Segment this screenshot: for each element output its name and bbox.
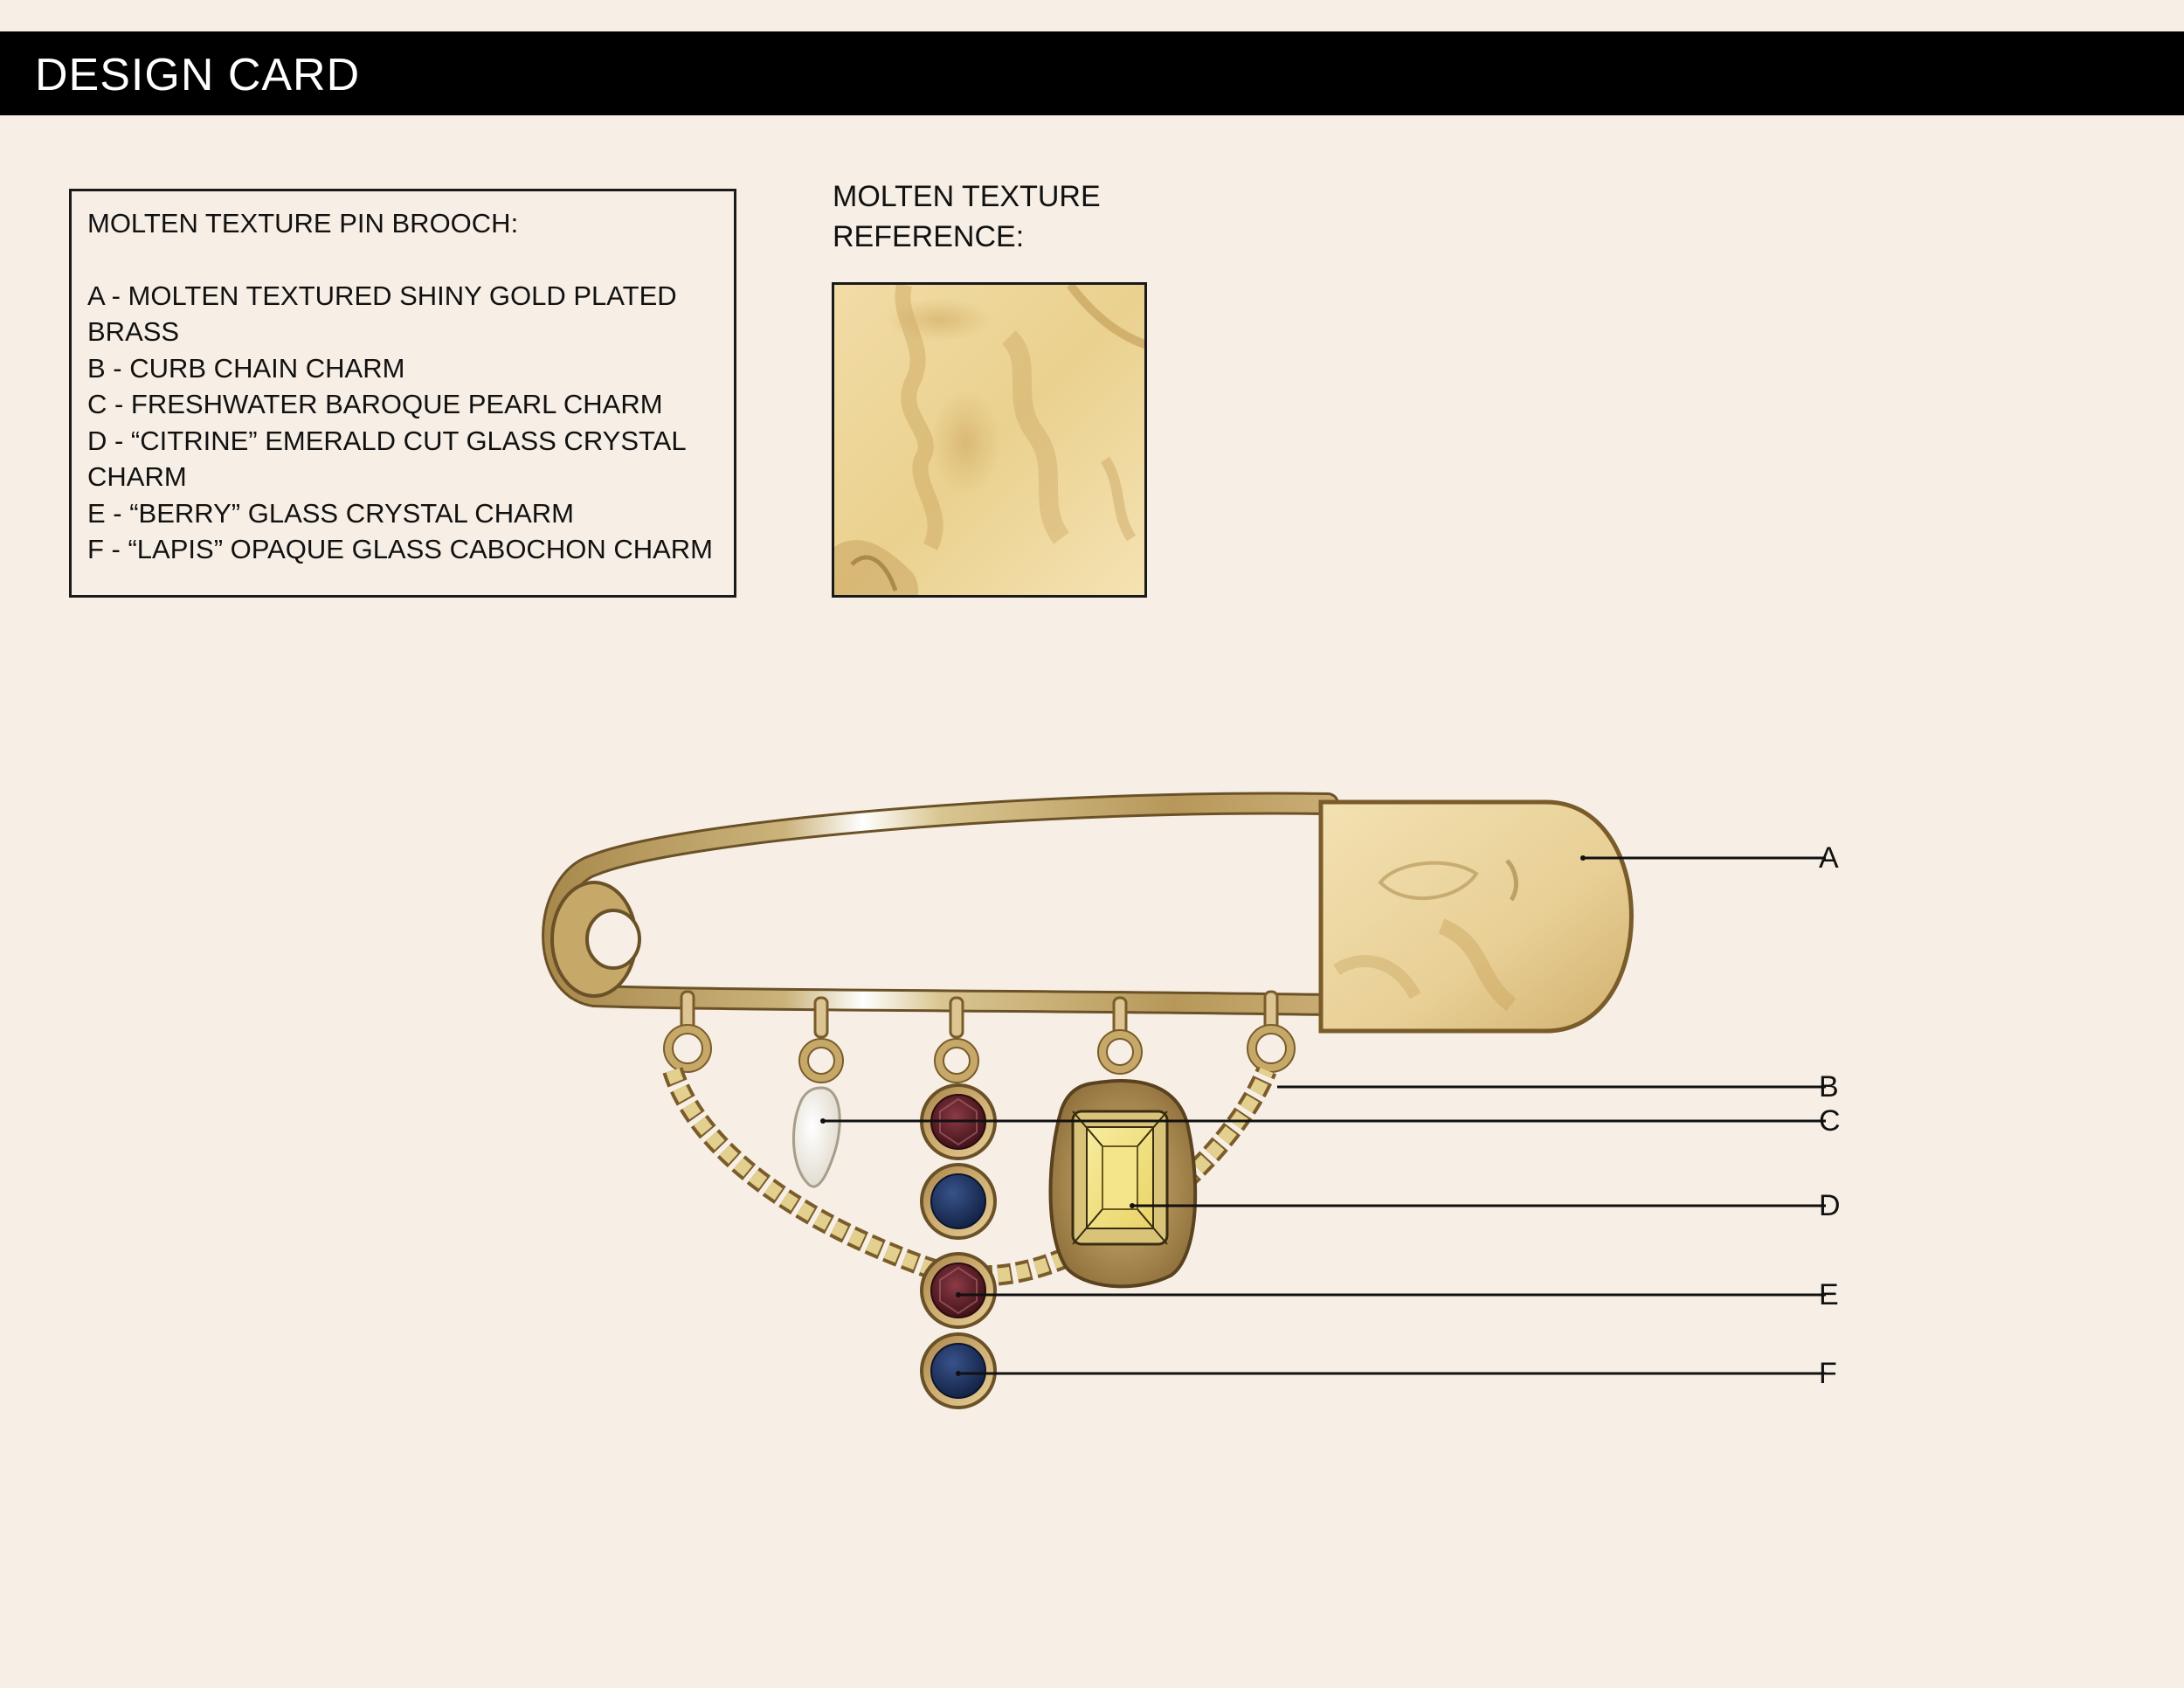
reference-label-line2: REFERENCE: [833, 220, 1025, 253]
callout-e: E [1819, 1278, 1839, 1311]
reference-label-line1: MOLTEN TEXTURE [833, 180, 1101, 213]
spec-line: BRASS [87, 316, 180, 347]
spec-line: B - CURB CHAIN CHARM [87, 353, 405, 384]
berry-charm [920, 1252, 997, 1329]
lapis-charm-upper [920, 1163, 997, 1240]
molten-texture-swatch [832, 282, 1147, 598]
pin-head [1318, 799, 1634, 1034]
spec-line: D - “CITRINE” EMERALD CUT GLASS CRYSTAL [87, 425, 687, 456]
spec-line: C - FRESHWATER BAROQUE PEARL CHARM [87, 389, 663, 419]
spec-box [69, 189, 736, 598]
spec-line: CHARM [87, 461, 187, 492]
callout-a: A [1819, 841, 1839, 875]
pearl-charm [792, 1086, 841, 1188]
page-title: DESIGN CARD [35, 50, 361, 100]
citrine-charm [1048, 1079, 1198, 1289]
leader-lines [823, 856, 1826, 1375]
spec-line: A - MOLTEN TEXTURED SHINY GOLD PLATED [87, 280, 677, 311]
spec-line: E - “BERRY” GLASS CRYSTAL CHARM [87, 498, 574, 529]
header-bar [0, 31, 2184, 115]
spec-line: F - “LAPIS” OPAQUE GLASS CABOCHON CHARM [87, 534, 713, 564]
callout-c: C [1819, 1104, 1841, 1138]
callout-d: D [1819, 1189, 1841, 1222]
callout-b: B [1819, 1070, 1839, 1103]
spec-heading: MOLTEN TEXTURE PIN BROOCH: [87, 208, 519, 239]
callout-f: F [1819, 1357, 1837, 1390]
pin-body [542, 792, 1339, 1016]
